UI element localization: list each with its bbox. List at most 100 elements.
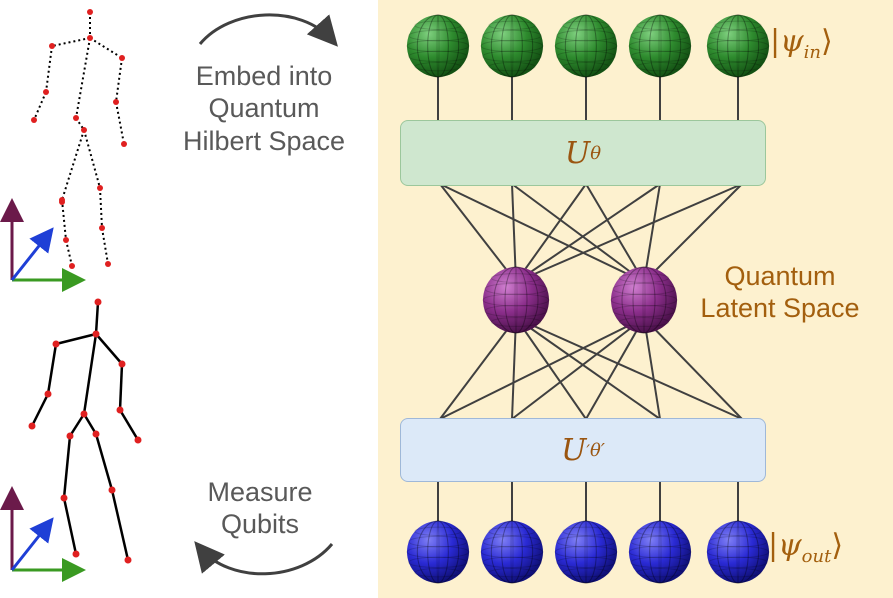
skeleton-bone [94, 301, 100, 335]
skeleton-joint [105, 261, 111, 267]
encoder-link [515, 183, 587, 283]
skeleton-joint [92, 330, 100, 338]
decoder-link [511, 317, 645, 420]
measure-caption: Measure Qubits [160, 476, 360, 541]
decoder-gate-superscript: ′ [586, 440, 590, 460]
skeleton-bone [33, 91, 47, 121]
skeleton-bone [115, 57, 123, 103]
encoder-link [515, 183, 743, 283]
skeleton-joint [108, 486, 116, 494]
skeleton-bone [61, 129, 85, 201]
input-state-ket: |ψin⟩ [770, 24, 833, 63]
skeleton-joint [81, 127, 87, 133]
skeleton-joint [80, 410, 88, 418]
decoder-link [515, 317, 743, 420]
decoder-link [439, 317, 645, 420]
skeleton-bone [51, 37, 91, 47]
decoder-link [515, 317, 587, 420]
output-ket-symbol: ψ [778, 528, 802, 563]
measure-caption-line-2: Qubits [220, 509, 300, 540]
decoder-link [643, 317, 661, 420]
skeleton-joint [66, 432, 74, 440]
measure-arrow [194, 541, 334, 576]
encoder-link [439, 183, 645, 283]
skeleton-bone [45, 45, 53, 93]
embed-caption: Embed into Quantum Hilbert Space [156, 60, 372, 157]
output-ket-subscript: out [801, 546, 832, 567]
decoder-link [515, 317, 661, 420]
input-ket-symbol: ψ [780, 24, 804, 59]
decoder-gate-symbol: U [561, 432, 587, 468]
output-state-ket: |ψout⟩ [768, 528, 844, 567]
skeleton-joint [94, 298, 102, 306]
latent-qubit [482, 266, 550, 334]
skeleton-bone [68, 413, 86, 437]
decoder-unitary-gate: U′θ′ [400, 418, 766, 482]
skeleton-solid [28, 298, 142, 564]
output-qubit [554, 520, 618, 584]
skeleton-joint [113, 99, 119, 105]
skeleton-bone [55, 332, 97, 346]
skeleton-joint [134, 436, 142, 444]
embed-caption-line-1: Embed into [195, 61, 333, 91]
latent-label-line-1: Quantum [724, 261, 836, 291]
skeleton-joint [121, 141, 127, 147]
skeleton-bone [82, 413, 98, 435]
encoder-link [643, 183, 743, 283]
skeleton-bone [118, 409, 140, 441]
encoder-link [585, 183, 645, 283]
input-qubit [554, 14, 618, 78]
skeleton-bone [62, 435, 72, 499]
latent-label-line-2: Latent Space [700, 293, 860, 324]
skeleton-bone [99, 187, 103, 229]
skeleton-bone [95, 333, 123, 365]
skeleton-joint [31, 117, 37, 123]
circuit-connections [437, 77, 743, 521]
skeleton-joint [99, 225, 105, 231]
skeleton-joint [87, 9, 93, 15]
input-qubit [480, 14, 544, 78]
skeleton-bone [65, 239, 73, 267]
skeleton-bone [89, 37, 123, 59]
skeleton-bone [83, 129, 101, 189]
skeleton-joint [60, 494, 68, 502]
skeleton-joint [118, 360, 126, 368]
skeleton-joint [49, 43, 55, 49]
skeleton-joint [52, 340, 60, 348]
embed-arrow [198, 13, 338, 47]
output-qubit [406, 520, 470, 584]
input-qubit [628, 14, 692, 78]
skeleton-joint [72, 550, 80, 558]
input-qubit [406, 14, 470, 78]
encoder-link [643, 183, 661, 283]
coordinate-axes-bottom [0, 486, 86, 582]
skeleton-bone [94, 433, 114, 491]
encoder-gate-symbol: U [564, 135, 591, 171]
skeleton-bone [46, 343, 58, 395]
encoder-link [511, 183, 645, 283]
skeleton-joint [92, 430, 100, 438]
output-qubit [706, 520, 770, 584]
qubit-spheres [406, 14, 770, 584]
decoder-link [511, 317, 517, 420]
embed-caption-line-2: Quantum [208, 93, 320, 124]
skeleton-bone [30, 393, 50, 427]
coordinate-axes-top [0, 198, 86, 292]
skeleton-joint [63, 237, 69, 243]
output-qubit [628, 520, 692, 584]
encoder-link [439, 183, 517, 283]
skeleton-dotted [31, 9, 127, 269]
skeleton-joint [43, 89, 49, 95]
skeleton-bone [75, 37, 91, 119]
input-qubit [706, 14, 770, 78]
skeleton-joint [59, 199, 65, 205]
skeleton-bone [82, 333, 98, 415]
measure-caption-line-1: Measure [207, 477, 313, 507]
skeleton-joint [87, 35, 93, 41]
latent-space-label: Quantum Latent Space [670, 260, 890, 325]
skeleton-joint [124, 556, 132, 564]
skeleton-joint [116, 406, 124, 414]
skeleton-joint [28, 422, 36, 430]
